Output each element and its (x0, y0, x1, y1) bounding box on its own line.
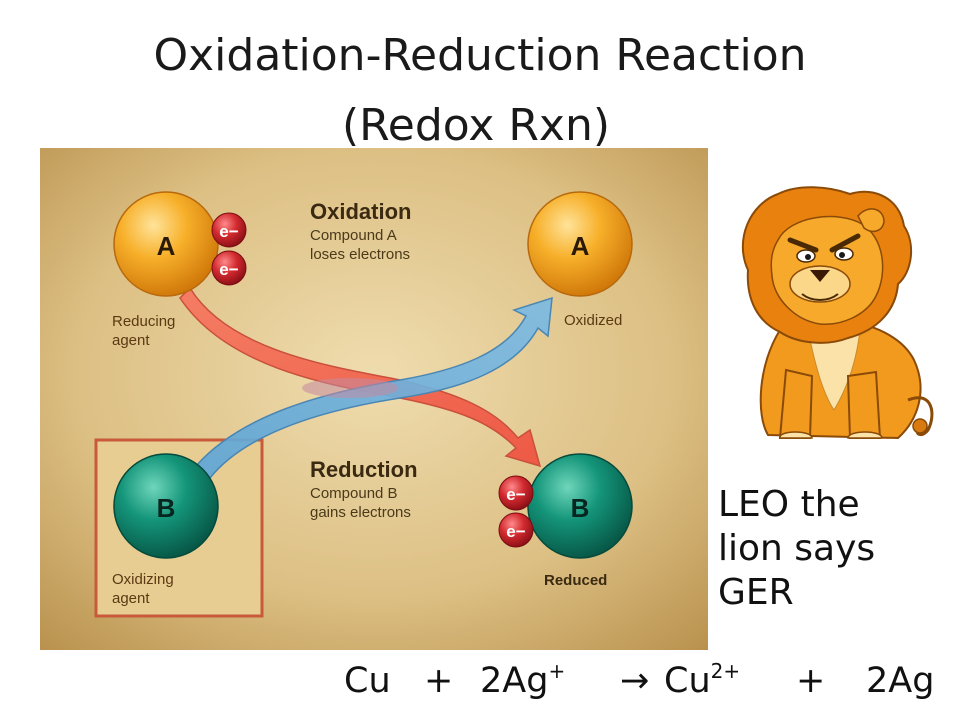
molecule-a-oxidized (527, 191, 633, 297)
reduction-heading: Reduction (310, 457, 418, 482)
electron-2 (211, 250, 247, 286)
eq-ag-coef: 2Ag (480, 661, 549, 701)
oxidation-desc-line1: Compound A (310, 227, 397, 244)
molecule-b-label: B (157, 493, 176, 523)
oxidized-label: Oxidized (564, 312, 622, 329)
eq-ag-reactant: 2Ag+ (480, 659, 566, 701)
reducing-agent-line1: Reducing (112, 313, 175, 330)
electron-4-label: e− (506, 522, 525, 541)
electron-2-label: e− (219, 260, 238, 279)
eq-cu-ion-symbol: Cu (664, 661, 711, 701)
eq-arrow: → (620, 661, 650, 701)
slide-title-line1: Oxidation-Reduction Reaction (153, 30, 807, 81)
reduction-desc-line2: gains electrons (310, 504, 411, 521)
oxidation-heading: Oxidation (310, 199, 411, 224)
mnemonic-line2: lion says (718, 528, 876, 569)
mnemonic-line3: GER (718, 572, 794, 613)
electron-1-label: e− (219, 222, 238, 241)
reducing-agent-line2: agent (112, 332, 150, 349)
oxidizing-agent-line2: agent (112, 590, 150, 607)
reduced-label: Reduced (544, 572, 607, 589)
eq-cu-ion: Cu2+ (664, 659, 741, 701)
molecule-a-reducing (113, 191, 219, 297)
molecule-a-oxidized-label: A (571, 231, 590, 261)
molecule-b-reduced-label: B (571, 493, 590, 523)
oxidation-desc-line2: loses electrons (310, 246, 410, 263)
eq-plus-1: + (424, 661, 454, 701)
electron-4 (498, 512, 534, 548)
oxidation-arrow (179, 286, 542, 468)
molecule-b-oxidizing (113, 453, 219, 559)
electron-3 (498, 475, 534, 511)
eq-ag-charge: + (548, 659, 566, 683)
electron-3-label: e− (506, 485, 525, 504)
eq-ag-product: 2Ag (866, 661, 935, 701)
reduction-desc-line1: Compound B (310, 485, 398, 502)
electron-1 (211, 212, 247, 248)
eq-plus-2: + (796, 661, 826, 701)
oxidizing-agent-line1: Oxidizing (112, 571, 174, 588)
eq-cu-charge: 2+ (710, 659, 741, 683)
slide-title-line2: (Redox Rxn) (341, 100, 611, 151)
lion-illustration (741, 186, 934, 440)
eq-cu: Cu (344, 661, 391, 701)
redox-diagram: A e− e− Reducing agent Oxidation Compoun… (40, 148, 708, 650)
arrow-overlap (302, 378, 398, 398)
molecule-a-label: A (157, 231, 176, 261)
molecule-b-reduced (527, 453, 633, 559)
mnemonic-line1: LEO the (718, 484, 860, 525)
leo-mnemonic: LEO the lion says GER (718, 483, 948, 615)
